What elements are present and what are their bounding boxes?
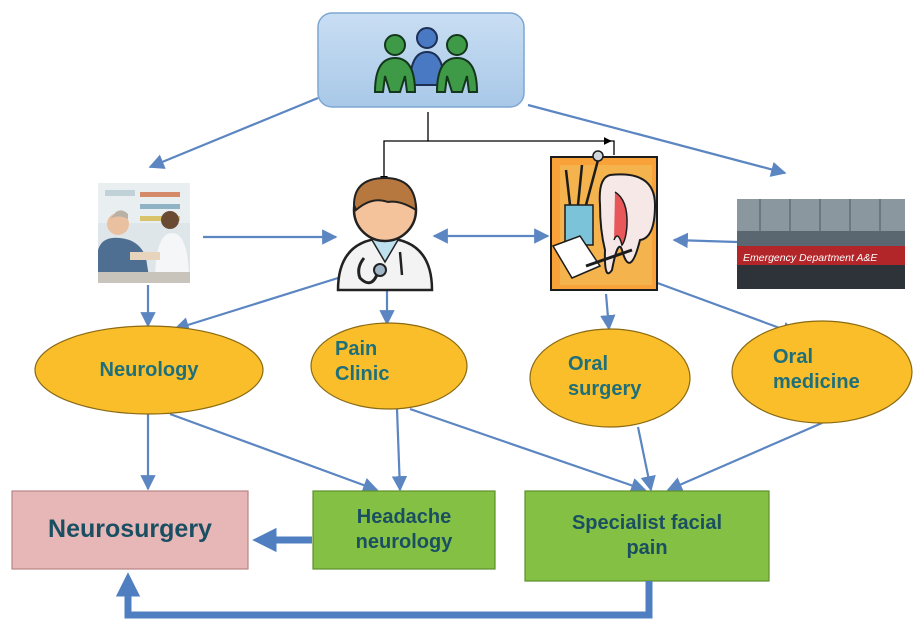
dental-instruments-icon xyxy=(550,150,658,291)
specialist-facial-pain-label-line1: Specialist facial xyxy=(571,512,723,534)
arrow-patients-to-pharmacy xyxy=(148,96,319,169)
oral-medicine-label-line1: Oral xyxy=(773,346,814,368)
neurology-label: Neurology xyxy=(99,358,199,381)
referral-arrows xyxy=(140,96,823,493)
oral-surgery-label-line1: Oral xyxy=(568,353,609,375)
thick-referral-arrows xyxy=(115,527,653,619)
oral-medicine-label-line2: medicine xyxy=(773,371,860,393)
emergency-sign-text: Emergency Department A&E xyxy=(743,252,878,264)
pain-clinic-node xyxy=(310,322,468,410)
arrow-facial-pain-to-neurosurgery xyxy=(115,572,653,619)
arrow-patients-to-emergency xyxy=(527,103,787,177)
pain-clinic-label-line2: Clinic xyxy=(335,363,390,385)
arrow-pain-clinic-to-facial-pain xyxy=(409,407,647,493)
doctor-icon xyxy=(336,176,434,292)
arrow-pain-clinic-to-headache xyxy=(391,408,408,492)
neurosurgery-node xyxy=(11,490,249,570)
connector-patients-to-gp-and-dentist xyxy=(380,112,615,184)
arrow-gp-to-neurology xyxy=(173,271,355,333)
oral-medicine-node xyxy=(731,320,913,424)
headache-neurology-label-line1: Headache xyxy=(356,506,452,528)
patients-node xyxy=(317,12,525,108)
specialist-facial-pain-node xyxy=(524,490,770,582)
arrow-emergency-to-dentist xyxy=(672,232,738,249)
arrow-oral-surgery-to-facial-pain xyxy=(636,426,656,492)
oral-surgery-node xyxy=(529,328,691,428)
headache-neurology-label-line2: neurology xyxy=(355,531,453,553)
headache-neurology-node xyxy=(312,490,496,570)
emergency-department-photo: Emergency Department A&E xyxy=(737,199,905,289)
oral-surgery-label-line2: surgery xyxy=(568,378,642,400)
neurosurgery-label: Neurosurgery xyxy=(48,515,212,544)
arrow-oral-medicine-to-facial-pain xyxy=(666,421,823,492)
neurology-node xyxy=(34,325,264,415)
arrow-dentist-to-oral-surgery xyxy=(600,293,616,331)
arrow-neurology-to-headache xyxy=(169,412,379,493)
group-of-people-icon xyxy=(373,27,479,93)
arrow-dentist-to-oral-medicine xyxy=(651,279,798,337)
specialist-facial-pain-label-line2: pain xyxy=(626,537,668,559)
pain-clinic-label-line1: Pain xyxy=(335,338,378,360)
pharmacy-photo xyxy=(98,183,190,283)
